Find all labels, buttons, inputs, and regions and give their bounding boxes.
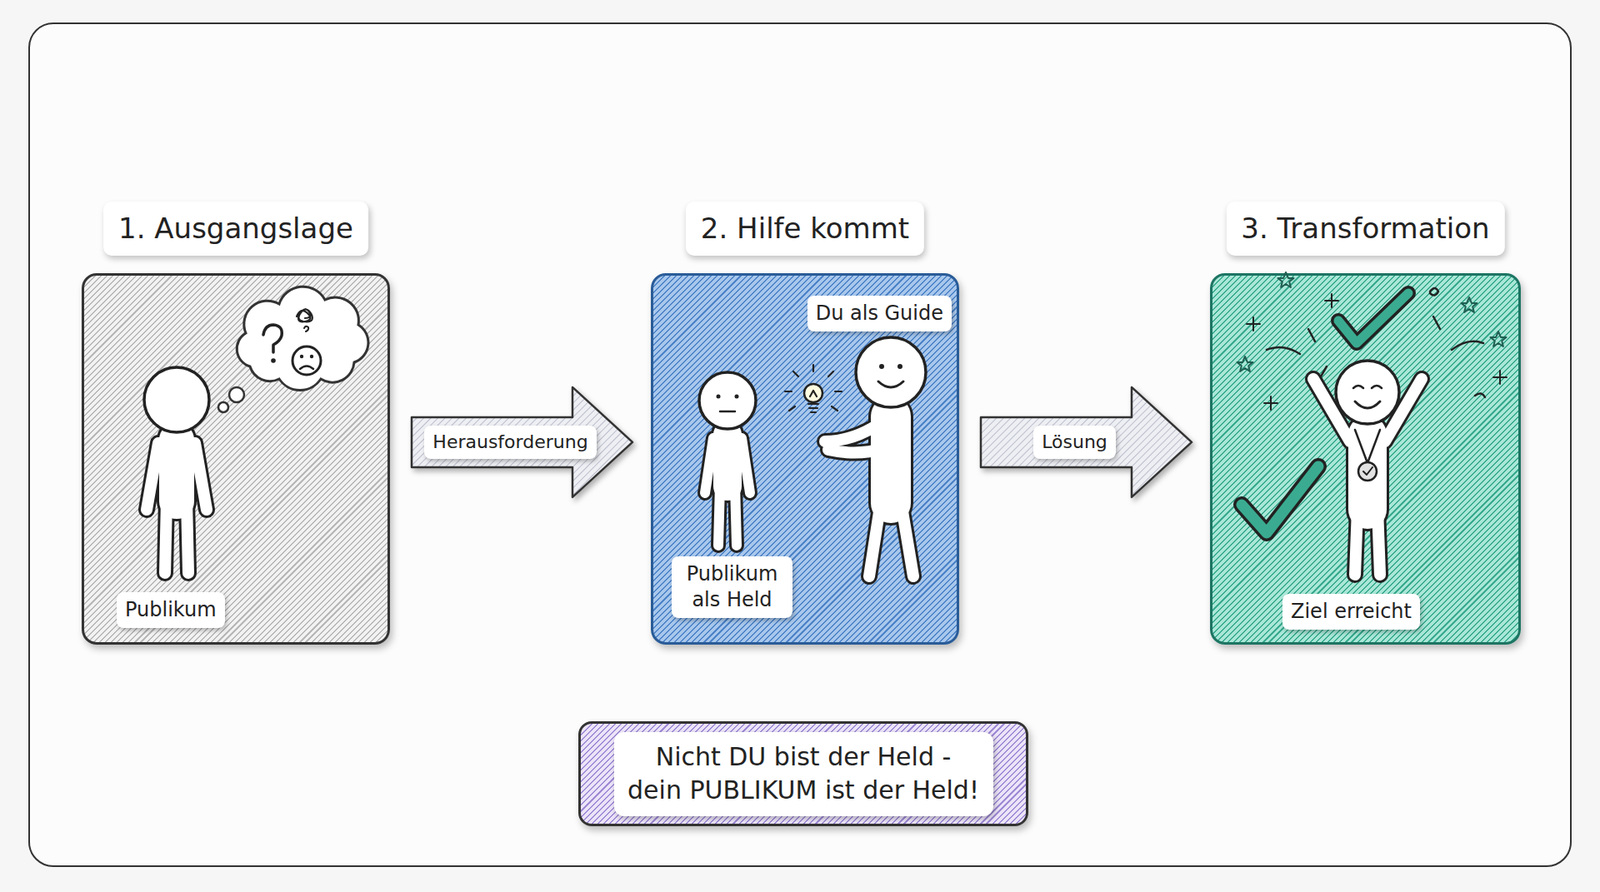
key-message: Nicht DU bist der Held - dein PUBLIKUM i… (614, 732, 994, 817)
arrow-label: Lösung (1033, 425, 1116, 460)
flow-arrow (411, 387, 633, 498)
figure-label: Publikum (116, 592, 225, 629)
stage-panel: 1. AusgangslagePublikum (81, 273, 390, 645)
figure-label: Du als Guide (807, 295, 952, 332)
figure-label: Ziel erreicht (1282, 594, 1420, 630)
arrow-label: Herausforderung (424, 425, 596, 460)
stage-panel: 3. TransformationZiel erreicht (1210, 273, 1521, 645)
step-heading: 3. Transformation (1225, 201, 1505, 256)
key-message-box: Nicht DU bist der Held - dein PUBLIKUM i… (578, 721, 1029, 827)
figure-label: Publikum als Held (671, 556, 793, 619)
stage-panel: 2. Hilfe kommtDu als GuidePublikum als H… (650, 273, 960, 645)
step-heading: 2. Hilfe kommt (685, 201, 925, 256)
flow-arrow (980, 387, 1192, 498)
step-heading: 1. Ausgangslage (103, 201, 369, 256)
